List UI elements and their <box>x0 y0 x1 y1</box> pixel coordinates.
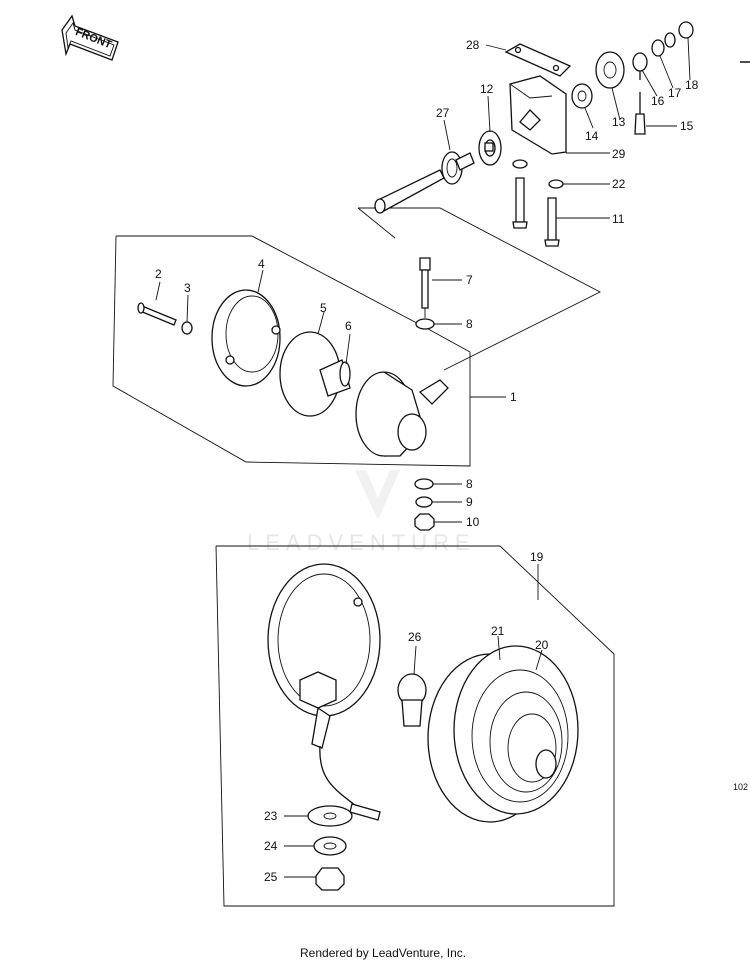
part-bolt-7 <box>419 257 431 309</box>
part-rim <box>211 289 281 387</box>
headlight-assembly-1 <box>112 235 471 531</box>
part-screw <box>137 302 177 326</box>
front-arrow-icon: FRONT <box>61 14 119 61</box>
callout-3[interactable]: 3 <box>184 281 191 295</box>
watermark-text: LEADVENTURE <box>247 530 476 555</box>
part-stay-shaft <box>374 151 475 214</box>
mount-assembly <box>357 21 694 371</box>
callout-9[interactable]: 9 <box>466 495 473 509</box>
callout-21[interactable]: 21 <box>491 624 505 638</box>
callout-17[interactable]: 17 <box>668 86 682 100</box>
part-washer-small <box>651 39 665 57</box>
part-plate <box>504 43 572 77</box>
part-bulb <box>397 673 427 727</box>
leader-lines <box>155 37 691 878</box>
part-terminal-lug <box>632 52 648 80</box>
part-knob <box>595 51 625 89</box>
part-plug <box>349 803 381 821</box>
callout-24[interactable]: 24 <box>264 839 278 853</box>
callout-5[interactable]: 5 <box>320 301 327 315</box>
callout-8-bottom[interactable]: 8 <box>466 477 473 491</box>
watermark: LEADVENTURE <box>247 440 476 555</box>
part-damper <box>478 130 502 166</box>
part-bracket <box>509 75 567 155</box>
stay-frame-outline <box>357 207 601 371</box>
part-ring <box>181 321 193 335</box>
part-washer-outer <box>664 32 676 48</box>
diagram-code: 102 <box>733 782 748 792</box>
callout-15[interactable]: 15 <box>680 119 694 133</box>
callout-7[interactable]: 7 <box>466 273 473 287</box>
part-washer-a <box>512 159 528 169</box>
callouts: 1 2 3 4 5 6 7 8 8 9 10 11 12 13 14 15 16… <box>155 38 699 884</box>
part-washer-23 <box>307 805 353 827</box>
callout-20[interactable]: 20 <box>535 638 549 652</box>
callout-28[interactable]: 28 <box>466 38 480 52</box>
part-lockwasher-24 <box>313 836 347 856</box>
part-bolt-right <box>544 197 560 247</box>
callout-25[interactable]: 25 <box>264 870 278 884</box>
callout-14[interactable]: 14 <box>585 129 599 143</box>
callout-27[interactable]: 27 <box>436 106 450 120</box>
callout-22[interactable]: 22 <box>612 177 626 191</box>
assembly-1-frame <box>112 235 471 467</box>
part-wire-connector <box>634 92 646 135</box>
part-bolt-left <box>512 177 528 229</box>
part-washer-8-top <box>415 318 435 330</box>
callout-10[interactable]: 10 <box>466 515 480 529</box>
part-lens <box>427 645 579 823</box>
callout-13[interactable]: 13 <box>612 115 626 129</box>
part-nut-10 <box>414 513 435 531</box>
callout-16[interactable]: 16 <box>651 94 665 108</box>
part-bulb-small <box>319 359 351 397</box>
assembly-19-frame <box>215 545 615 907</box>
part-washer-b <box>548 179 564 189</box>
part-nut-small <box>678 21 694 39</box>
callout-18[interactable]: 18 <box>685 78 699 92</box>
callout-2[interactable]: 2 <box>155 267 162 281</box>
callout-19[interactable]: 19 <box>530 550 544 564</box>
headlight-assembly-19 <box>215 545 615 907</box>
part-spacer <box>571 83 593 109</box>
part-headlight-housing <box>267 563 381 807</box>
callout-23[interactable]: 23 <box>264 809 278 823</box>
callout-8-top[interactable]: 8 <box>466 317 473 331</box>
callout-11[interactable]: 11 <box>612 212 625 226</box>
footer-credit: Rendered by LeadVenture, Inc. <box>300 946 466 960</box>
callout-4[interactable]: 4 <box>258 257 265 271</box>
part-washer-8-bottom <box>414 478 434 490</box>
callout-1[interactable]: 1 <box>510 390 517 404</box>
part-lockwasher-9 <box>415 496 433 508</box>
callout-26[interactable]: 26 <box>408 630 422 644</box>
part-lamp-housing <box>355 371 449 457</box>
callout-6[interactable]: 6 <box>345 319 352 333</box>
callout-12[interactable]: 12 <box>480 82 494 96</box>
callout-29[interactable]: 29 <box>612 147 626 161</box>
part-nut-25 <box>315 867 345 891</box>
